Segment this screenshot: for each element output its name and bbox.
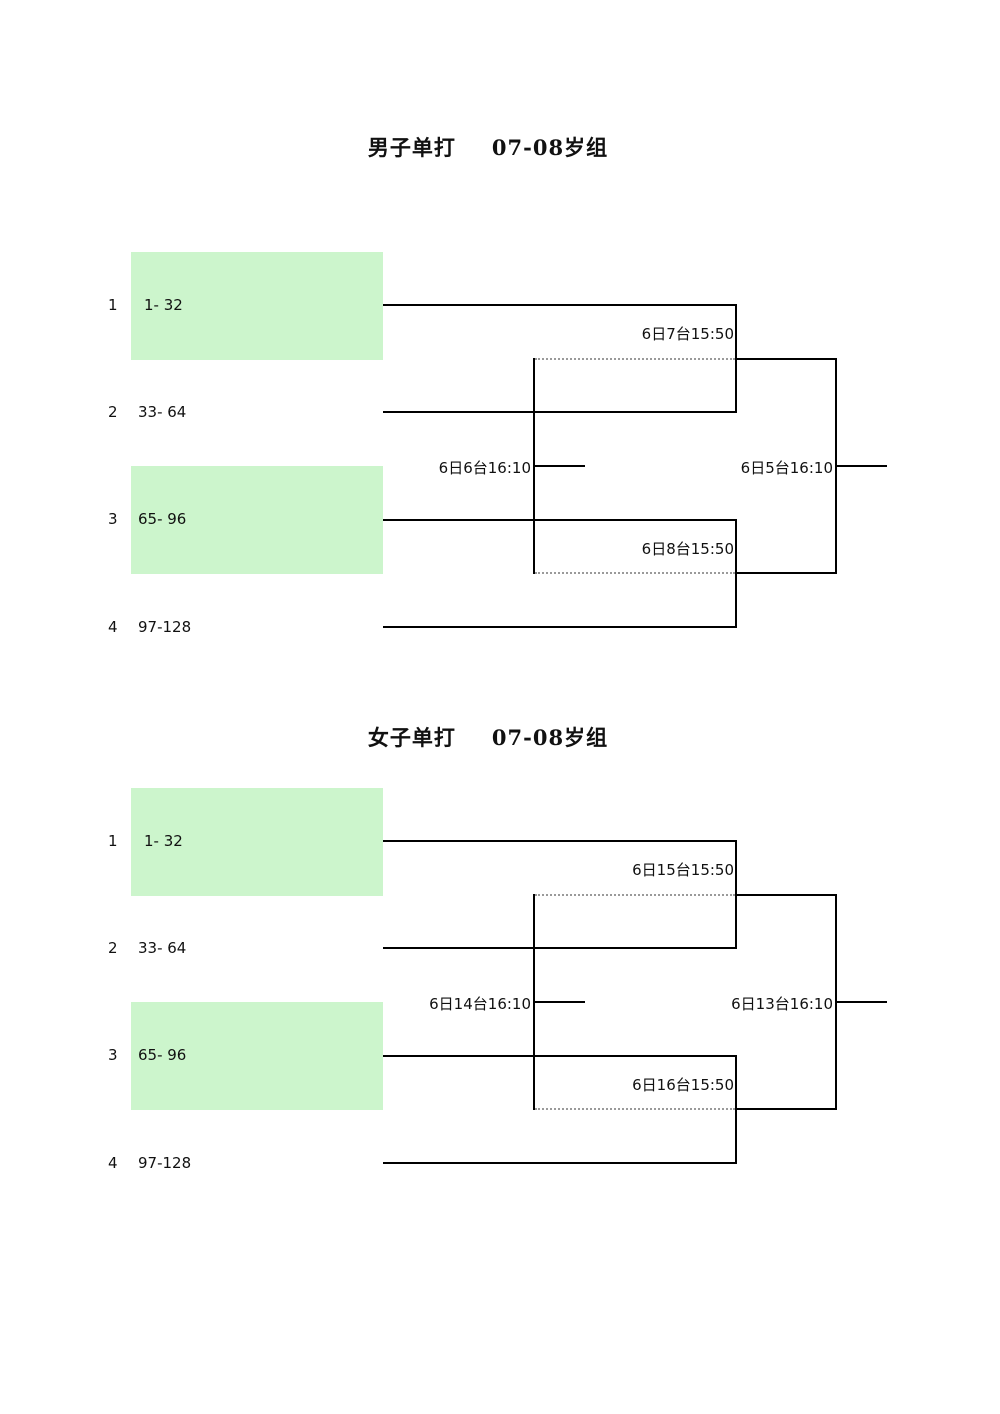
match-label-third-place: 6日6台16:10	[438, 459, 531, 477]
bracket-line	[383, 947, 737, 949]
entry-range: 1- 32	[144, 296, 183, 314]
bracket-women: 1 1- 32 2 33- 64 3 65- 96 4 97-128 6日15台…	[0, 766, 1000, 1186]
event-name: 男子单打	[367, 135, 456, 160]
entry-position: 3	[108, 1046, 118, 1064]
dotted-line	[535, 358, 735, 360]
dotted-line	[535, 1108, 735, 1110]
entry-position: 1	[108, 296, 118, 314]
entry-range: 65- 96	[138, 510, 187, 528]
bracket-line	[735, 1108, 837, 1110]
bracket-line	[735, 572, 837, 574]
entry-position: 2	[108, 403, 118, 421]
bracket-line	[533, 1001, 585, 1003]
bracket-line	[383, 1055, 737, 1057]
dotted-line	[535, 894, 735, 896]
highlight-box-seed-1	[131, 788, 383, 896]
entry-position: 1	[108, 832, 118, 850]
match-label-third-place: 6日14台16:10	[429, 995, 531, 1013]
bracket-line	[835, 1001, 887, 1003]
entry-range: 33- 64	[138, 403, 187, 421]
section-title-men: 男子单打 07-08岁组	[0, 132, 976, 162]
bracket-line	[383, 519, 737, 521]
bracket-line	[383, 1162, 737, 1164]
bracket-line	[383, 626, 737, 628]
event-name: 女子单打	[367, 725, 456, 750]
match-label-semi-top: 6日7台15:50	[641, 325, 734, 343]
dotted-line	[535, 572, 735, 574]
bracket-line	[383, 840, 737, 842]
match-label-semi-top: 6日15台15:50	[632, 861, 734, 879]
entry-range: 1- 32	[144, 832, 183, 850]
entry-position: 3	[108, 510, 118, 528]
bracket-line	[835, 465, 887, 467]
highlight-box-seed-3	[131, 466, 383, 574]
bracket-men: 1 1- 32 2 33- 64 3 65- 96 4 97-128 6日7台1…	[0, 230, 1000, 650]
highlight-box-seed-3	[131, 1002, 383, 1110]
highlight-box-seed-1	[131, 252, 383, 360]
bracket-line	[735, 358, 837, 360]
entry-range: 65- 96	[138, 1046, 187, 1064]
entry-range: 33- 64	[138, 939, 187, 957]
match-label-semi-bottom: 6日8台15:50	[641, 540, 734, 558]
bracket-line	[383, 304, 737, 306]
section-title-women: 女子单打 07-08岁组	[0, 722, 976, 752]
bracket-line	[533, 465, 585, 467]
age-group: 07-08岁组	[491, 135, 609, 160]
bracket-line	[383, 411, 737, 413]
entry-range: 97-128	[138, 618, 192, 636]
entry-position: 4	[108, 618, 118, 636]
age-group: 07-08岁组	[491, 725, 609, 750]
match-label-final: 6日5台16:10	[740, 459, 833, 477]
bracket-line	[735, 894, 837, 896]
entry-position: 4	[108, 1154, 118, 1172]
match-label-final: 6日13台16:10	[731, 995, 833, 1013]
entry-range: 97-128	[138, 1154, 192, 1172]
entry-position: 2	[108, 939, 118, 957]
match-label-semi-bottom: 6日16台15:50	[632, 1076, 734, 1094]
